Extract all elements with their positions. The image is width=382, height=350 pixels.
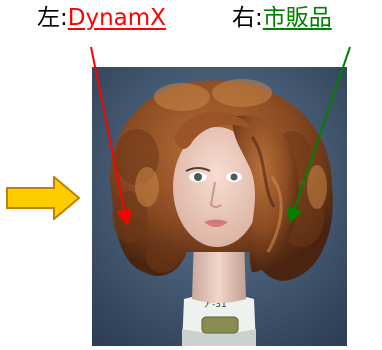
right-label-prefix: 右: <box>232 5 263 31</box>
left-label-name: DynamX <box>67 5 166 31</box>
stand-label: ア-31 <box>203 300 227 310</box>
mannequin-head-photo: ア-31 <box>92 67 347 346</box>
left-label-prefix: 左: <box>37 5 68 31</box>
right-arrow-icon <box>6 174 81 222</box>
right-label: 右:市販品 <box>232 4 332 32</box>
right-label-name: 市販品 <box>262 5 332 31</box>
left-label: 左:DynamX <box>37 4 166 32</box>
